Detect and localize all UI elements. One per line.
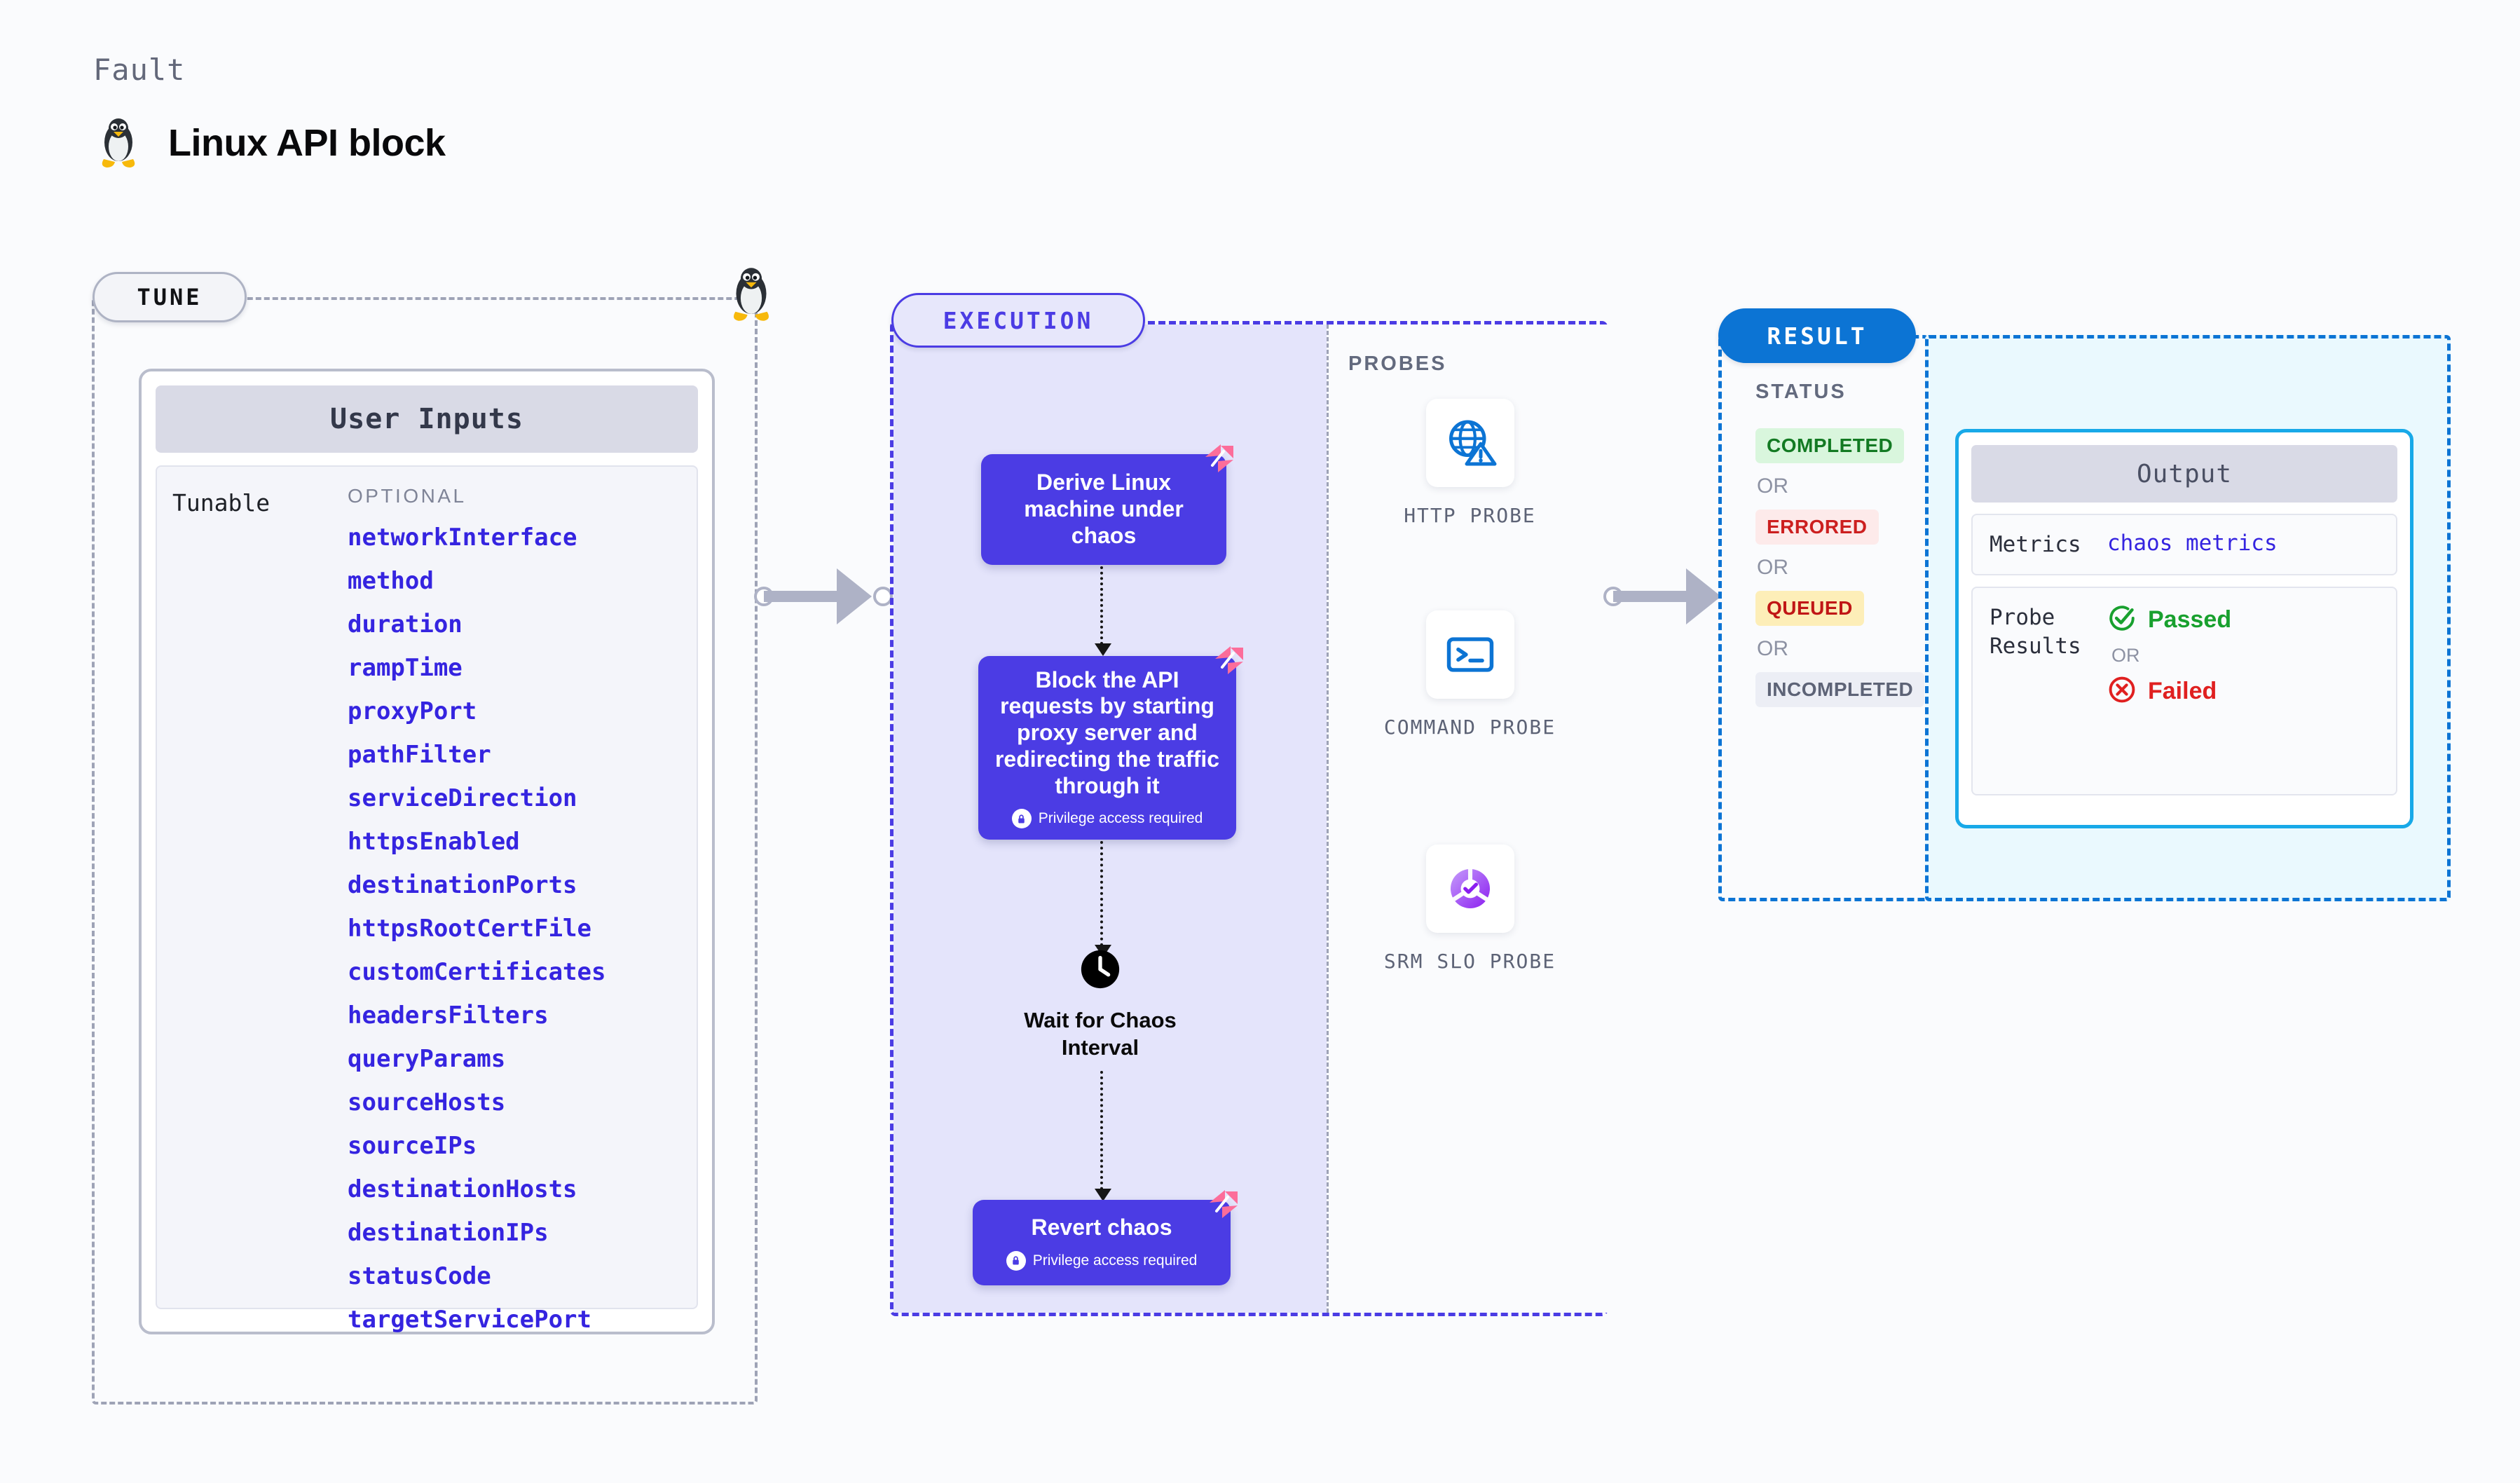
user-inputs-body: Tunable OPTIONAL networkInterface method d… — [156, 465, 698, 1332]
lock-icon — [1006, 1250, 1026, 1271]
tunable-param[interactable]: destinationHosts — [348, 1175, 577, 1203]
result-section-pill: RESULT — [1718, 308, 1916, 363]
probe-result-or: OR — [2111, 645, 2140, 667]
output-probe-results-key: Probe Results — [1990, 605, 2081, 659]
user-inputs-card: User Inputs Tunable OPTIONAL networkInte… — [139, 369, 715, 1334]
probe-result-passed: Passed — [2107, 603, 2231, 636]
srm-slo-icon — [1425, 845, 1514, 933]
privilege-note-text: Privilege access required — [1038, 810, 1203, 827]
execution-step-block-api[interactable]: Block the API requests by starting proxy… — [978, 646, 1243, 840]
tunable-param[interactable]: httpsRootCertFile — [348, 915, 591, 943]
privilege-note: Privilege access required — [1006, 1250, 1198, 1271]
execution-section-pill: EXECUTION — [891, 293, 1145, 348]
connector-arrowhead — [1686, 568, 1721, 624]
output-metrics-key: Metrics — [1990, 532, 2081, 557]
status-or-separator: OR — [1757, 556, 1788, 579]
tunable-param[interactable]: rampTime — [348, 654, 463, 682]
probe-srm-slo-label: SRM SLO PROBE — [1383, 950, 1556, 973]
execution-step-revert-title: Revert chaos — [1031, 1215, 1172, 1241]
globe-warning-icon — [1425, 399, 1514, 487]
tunable-param[interactable]: sourceIPs — [348, 1132, 477, 1160]
status-title: STATUS — [1755, 381, 1847, 403]
probe-result-failed: Failed — [2107, 675, 2231, 708]
execution-step-derive-title: Derive Linux machine under chaos — [1024, 470, 1184, 548]
linux-penguin-icon-connector — [727, 265, 775, 324]
tune-section-container — [92, 297, 758, 1405]
tunable-param[interactable]: destinationPorts — [348, 871, 577, 899]
tunable-param[interactable]: targetServicePort — [348, 1306, 591, 1334]
tunable-param[interactable]: method — [348, 567, 434, 595]
connector-line — [1613, 591, 1704, 602]
status-or-separator: OR — [1757, 637, 1788, 660]
clock-icon — [1078, 948, 1122, 995]
result-status-container: STATUS COMPLETED OR ERRORED OR QUEUED OR INCOM… — [1718, 335, 1929, 901]
status-badge: INCOMPLETED — [1755, 672, 1925, 707]
output-title: Output — [1971, 445, 2397, 503]
tunable-param[interactable]: serviceDirection — [348, 784, 577, 812]
flow-connector-3 — [1095, 1071, 1111, 1201]
tunable-param-list: networkInterface method duration rampTime pr… — [348, 526, 697, 1332]
user-inputs-title: User Inputs — [156, 385, 698, 453]
terminal-icon — [1425, 610, 1514, 699]
tunable-param[interactable]: networkInterface — [348, 524, 577, 552]
tunable-params-column: OPTIONAL networkInterface method duration r… — [348, 485, 697, 1332]
tunable-param[interactable]: customCertificates — [348, 958, 606, 986]
execution-step-block-api-title: Block the API requests by starting proxy… — [994, 667, 1220, 798]
linux-penguin-icon — [97, 116, 140, 170]
probe-command-label: COMMAND PROBE — [1383, 716, 1556, 739]
connector-tune-to-execution — [754, 565, 894, 628]
output-probe-results-row: Probe Results Passed OR — [1971, 587, 2397, 796]
probe-result-failed-label: Failed — [2148, 678, 2217, 705]
page-kicker: Fault — [93, 53, 186, 87]
x-circle-icon — [2107, 675, 2137, 708]
probes-title: PROBES — [1348, 353, 1447, 375]
status-badge: ERRORED — [1755, 510, 1879, 545]
page-title-row: Linux API block — [97, 116, 446, 170]
tune-section-pill: TUNE — [93, 272, 247, 322]
probe-result-passed-label: Passed — [2148, 606, 2232, 634]
tunable-param[interactable]: httpsEnabled — [348, 828, 520, 856]
status-badge: QUEUED — [1755, 591, 1864, 626]
privilege-note: Privilege access required — [1011, 809, 1203, 829]
tunable-param[interactable]: headersFilters — [348, 1002, 549, 1030]
flow-connector-1 — [1095, 566, 1111, 656]
optional-label: OPTIONAL — [348, 485, 467, 507]
harness-logo-icon — [1203, 442, 1236, 475]
status-badge: COMPLETED — [1755, 428, 1905, 463]
output-card: Output Metrics chaos metrics Probe Resul… — [1955, 429, 2413, 828]
execution-step-wait-title: Wait for Chaos Interval — [1024, 1008, 1177, 1060]
harness-logo-icon — [1212, 643, 1246, 677]
probe-result-values: Passed OR Failed — [2107, 603, 2231, 708]
tunable-param[interactable]: duration — [348, 610, 463, 638]
tunable-param[interactable]: sourceHosts — [348, 1088, 506, 1116]
harness-logo-icon — [1207, 1187, 1240, 1221]
execution-step-revert[interactable]: Revert chaos Privilege access required — [973, 1190, 1238, 1285]
status-list: COMPLETED OR ERRORED OR QUEUED OR INCOMPLETED — [1755, 428, 1925, 707]
probe-http-label: HTTP PROBE — [1404, 504, 1536, 527]
status-or-separator: OR — [1757, 474, 1788, 498]
page-title: Linux API block — [168, 122, 446, 164]
connector-line — [764, 591, 855, 602]
tunable-param[interactable]: proxyPort — [348, 697, 477, 725]
privilege-note-text: Privilege access required — [1032, 1252, 1198, 1269]
lock-icon — [1011, 809, 1032, 829]
tunable-param[interactable]: queryParams — [348, 1045, 506, 1073]
execution-step-derive[interactable]: Derive Linux machine under chaos — [981, 444, 1233, 565]
tunable-group-label: Tunable — [172, 489, 271, 517]
flow-connector-2 — [1095, 841, 1111, 957]
tunable-param[interactable]: statusCode — [348, 1262, 491, 1290]
tunable-param[interactable]: destinationIPs — [348, 1219, 549, 1247]
output-metrics-row: Metrics chaos metrics — [1971, 514, 2397, 576]
probe-command[interactable]: COMMAND PROBE — [1365, 610, 1575, 741]
probe-http[interactable]: HTTP PROBE — [1365, 399, 1575, 529]
tunable-param[interactable]: pathFilter — [348, 741, 491, 769]
probe-srm-slo[interactable]: SRM SLO PROBE — [1365, 845, 1575, 975]
output-metrics-value[interactable]: chaos metrics — [2107, 531, 2278, 556]
check-circle-icon — [2107, 603, 2137, 636]
execution-step-wait: Wait for Chaos Interval — [995, 948, 1205, 1062]
probes-pane: PROBES HTTP PROBE — [1327, 324, 1611, 1313]
connector-arrowhead — [837, 568, 872, 624]
